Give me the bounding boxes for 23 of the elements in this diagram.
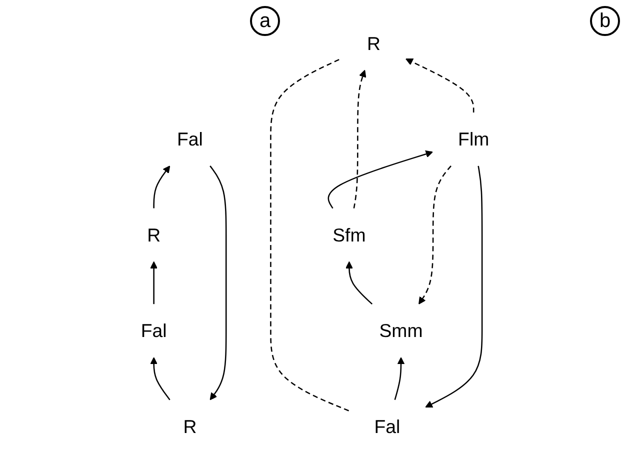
node-text: Fal [177, 128, 203, 150]
panel-label: b [590, 6, 620, 36]
arrow [153, 166, 170, 208]
arrow [210, 166, 227, 400]
arrow [406, 58, 474, 113]
node-text: Fal [374, 416, 400, 438]
arrow [394, 357, 405, 400]
connector [270, 58, 350, 412]
arrow [150, 261, 158, 304]
arrow [353, 70, 366, 208]
arrow [418, 166, 452, 304]
node-text: Sfm [332, 224, 366, 246]
node-text: Smm [379, 320, 423, 342]
node-text: R [183, 416, 197, 438]
node-text: Fal [140, 320, 167, 342]
node-text: Flm [458, 128, 490, 150]
node-text: R [367, 32, 380, 54]
arrow [425, 166, 483, 408]
arrow [345, 261, 373, 305]
panel-label: a [250, 6, 280, 36]
arrow [150, 357, 170, 400]
arrow [328, 150, 433, 209]
node-text: R [147, 224, 161, 246]
